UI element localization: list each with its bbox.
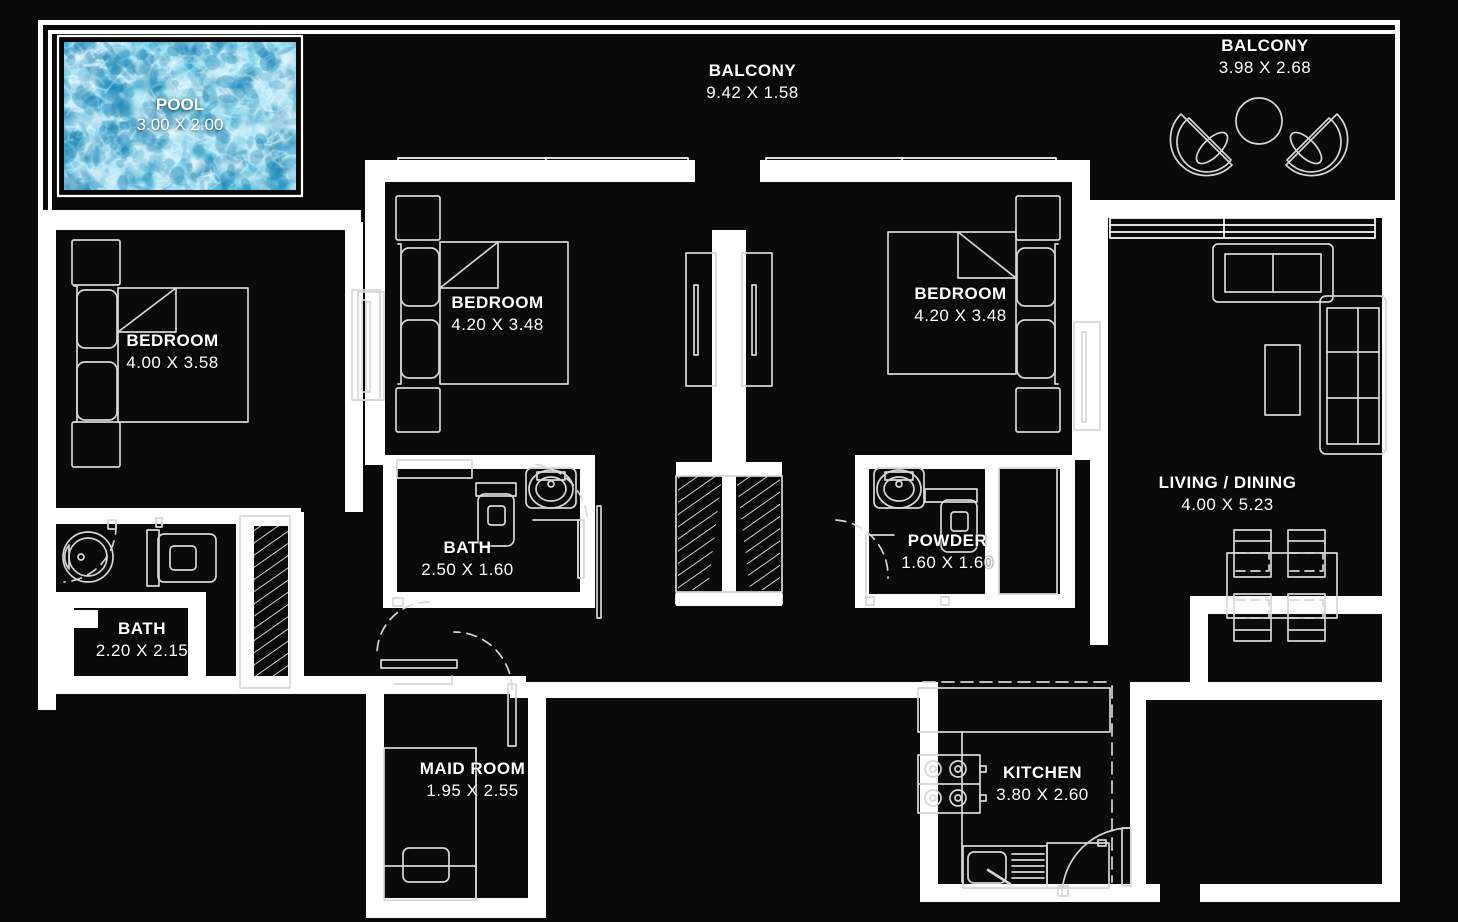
bed-mattress xyxy=(888,232,1016,374)
pillow-bottom xyxy=(401,320,439,378)
toilet xyxy=(925,489,977,552)
wardrobe-left xyxy=(686,253,716,386)
pillow-top xyxy=(77,290,117,348)
hatch-left xyxy=(678,476,722,590)
door-leaf xyxy=(533,520,578,578)
hatch-stair xyxy=(240,516,288,688)
bath2-fixtures xyxy=(377,460,601,668)
bed-mattress xyxy=(118,288,248,422)
pillow xyxy=(403,848,449,882)
sink-with-drainboard xyxy=(963,846,1047,888)
powder-fixtures xyxy=(836,468,1057,605)
door-frame xyxy=(597,506,601,618)
door-swing-arc xyxy=(836,520,888,578)
bedroom3-furniture xyxy=(888,196,1100,432)
coffee-table xyxy=(1265,345,1300,415)
door-swing-arc xyxy=(454,632,512,690)
counter xyxy=(397,460,472,478)
bed-mattress xyxy=(440,242,568,384)
pool-frame xyxy=(58,36,302,196)
pool-sliding-door xyxy=(88,212,358,226)
nightstand-bottom xyxy=(396,388,440,432)
bedroom2-sliding-door xyxy=(398,158,688,180)
bath1-fixtures xyxy=(63,518,216,586)
door-jambs xyxy=(676,594,782,604)
sofa-three-seat xyxy=(1213,244,1333,302)
door-leaf xyxy=(508,684,516,746)
living-furniture xyxy=(1213,244,1386,641)
hatched-areas xyxy=(240,476,780,688)
pillow-top xyxy=(401,248,439,306)
kitchen-fixtures xyxy=(918,682,1113,888)
wardrobe-rail xyxy=(366,302,370,392)
balcony2-furniture xyxy=(1170,98,1347,176)
nightstand-top xyxy=(396,196,440,240)
sofa-l-shape xyxy=(1320,296,1386,454)
pillow-top xyxy=(1017,248,1055,306)
washbasin-oval xyxy=(874,468,924,508)
stove-four-burner xyxy=(918,755,986,813)
dining-set xyxy=(1227,530,1337,641)
bedroom3-sliding-door xyxy=(766,158,1056,180)
bedroom1-furniture xyxy=(72,240,380,467)
washbasin-oval xyxy=(526,468,576,508)
bedroom2-furniture xyxy=(358,196,568,432)
sliding-doors xyxy=(88,158,1375,238)
hall-door-leaf xyxy=(381,660,457,668)
door-jamb xyxy=(108,520,116,529)
pillow-bottom xyxy=(77,362,117,420)
dining-table xyxy=(1227,553,1337,618)
toilet xyxy=(147,530,216,586)
store-closet xyxy=(999,468,1057,594)
entry-door xyxy=(1058,828,1131,896)
hatch-right xyxy=(736,476,780,590)
wardrobe xyxy=(1074,322,1100,430)
pillow-bottom xyxy=(1017,320,1055,378)
living-sliding-door xyxy=(1110,218,1375,238)
nightstand-top xyxy=(1016,196,1060,240)
nightstand-top xyxy=(72,240,120,285)
single-bed xyxy=(384,748,476,900)
door-leaf xyxy=(1122,828,1131,886)
hall-door-arc xyxy=(377,602,429,654)
wardrobe-right xyxy=(742,253,772,386)
toilet xyxy=(476,483,516,546)
door-swing-arc xyxy=(1062,828,1130,896)
round-table xyxy=(1236,98,1282,144)
dishwasher xyxy=(1047,843,1109,888)
nightstand-bottom xyxy=(1016,388,1060,432)
maid-room-furniture xyxy=(384,632,516,900)
hanging-chair-left xyxy=(1170,114,1232,176)
corridor-wardrobes xyxy=(686,253,772,386)
door-leaf xyxy=(866,535,894,597)
nightstand-bottom xyxy=(72,422,120,467)
upper-counter xyxy=(918,688,1110,732)
hanging-chair-right xyxy=(1285,114,1347,176)
wardrobe-rail xyxy=(1082,332,1086,422)
